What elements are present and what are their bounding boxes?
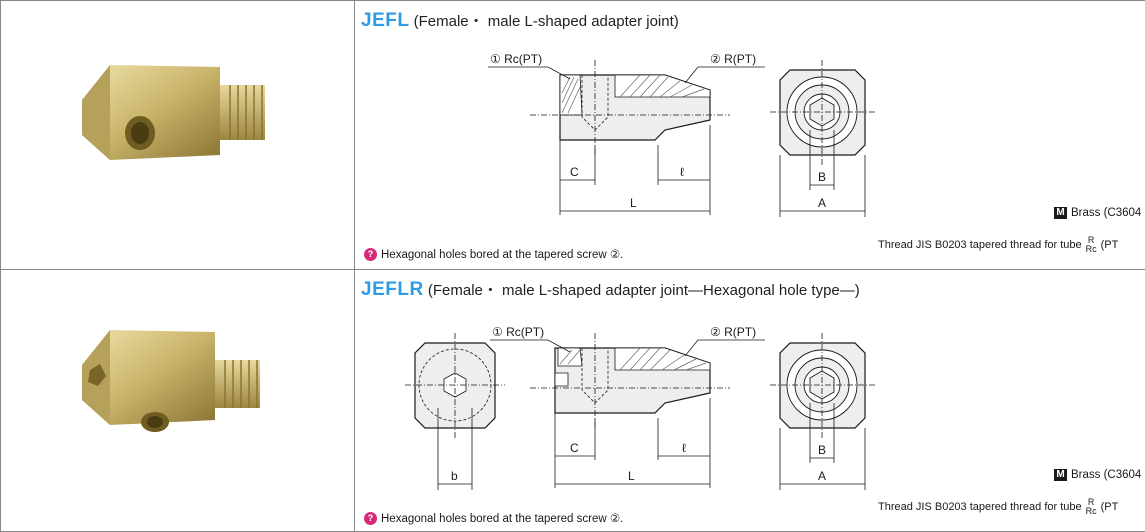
product-photo-jeflr [82, 330, 260, 432]
note-hexagonal: ? Hexagonal holes bored at the tapered s… [364, 511, 623, 525]
dim-b: b [451, 469, 458, 483]
label-port2: ② R(PT) [710, 325, 756, 339]
thread-top: R [1087, 497, 1095, 507]
thread-top: R [1087, 235, 1095, 245]
material-icon: M [1054, 207, 1067, 219]
note-text: Hexagonal holes bored at the tapered scr… [381, 513, 624, 525]
table-column-divider [354, 0, 355, 532]
dim-B: B [818, 170, 826, 184]
note-hexagonal: ? Hexagonal holes bored at the tapered s… [364, 247, 623, 261]
thread-suffix: (PT [1100, 501, 1119, 513]
thread-fraction: R Rc [1086, 236, 1097, 254]
thread-bottom: Rc [1085, 244, 1097, 254]
material-icon: M [1054, 469, 1067, 481]
hint-icon: ? [364, 247, 377, 261]
material-text: Brass (C3604 [1071, 207, 1142, 219]
dim-B: B [818, 443, 826, 457]
dim-C: C [570, 441, 579, 455]
dim-C: C [570, 165, 579, 179]
note-text: Hexagonal holes bored at the tapered scr… [381, 249, 624, 261]
thread-spec: Thread JIS B0203 tapered thread for tube… [878, 498, 1118, 516]
drawing-jeflr: b ① Rc(PT) ② R(P [405, 325, 875, 490]
product-description: (Female・ male L-shaped adapter joint—Hex… [427, 282, 860, 299]
hint-icon: ? [364, 511, 377, 525]
product-code: JEFL [361, 10, 410, 31]
dim-l: ℓ [682, 441, 686, 455]
product-photo-jefl [82, 65, 265, 160]
thread-spec: Thread JIS B0203 tapered thread for tube… [878, 236, 1118, 254]
table-border-top [0, 0, 1145, 1]
product-title-jeflr: JEFLR (Female・ male L-shaped adapter joi… [361, 279, 860, 301]
table-border-left [0, 0, 1, 532]
label-port1: ① Rc(PT) [492, 325, 544, 339]
dim-L: L [630, 196, 637, 210]
material-spec: M Brass (C3604 [1054, 469, 1141, 481]
thread-suffix: (PT [1100, 239, 1119, 251]
product-description: (Female・ male L-shaped adapter joint) [413, 13, 679, 30]
label-port1: ① Rc(PT) [490, 52, 542, 66]
thread-fraction: R Rc [1086, 498, 1097, 516]
table-border-middle [0, 269, 1145, 270]
thread-label: Thread JIS B0203 tapered thread for tube [878, 239, 1082, 251]
product-code: JEFLR [361, 279, 424, 300]
label-port2: ② R(PT) [710, 52, 756, 66]
thread-label: Thread JIS B0203 tapered thread for tube [878, 501, 1082, 513]
product-title-jefl: JEFL (Female・ male L-shaped adapter join… [361, 10, 679, 32]
drawing-jefl: ① Rc(PT) ② R(PT) C ℓ L B A [488, 52, 875, 217]
thread-bottom: Rc [1085, 506, 1097, 516]
dim-A: A [818, 196, 826, 210]
material-text: Brass (C3604 [1071, 469, 1142, 481]
material-spec: M Brass (C3604 [1054, 207, 1141, 219]
dim-L: L [628, 469, 635, 483]
dim-l: ℓ [680, 165, 684, 179]
dim-A: A [818, 469, 826, 483]
